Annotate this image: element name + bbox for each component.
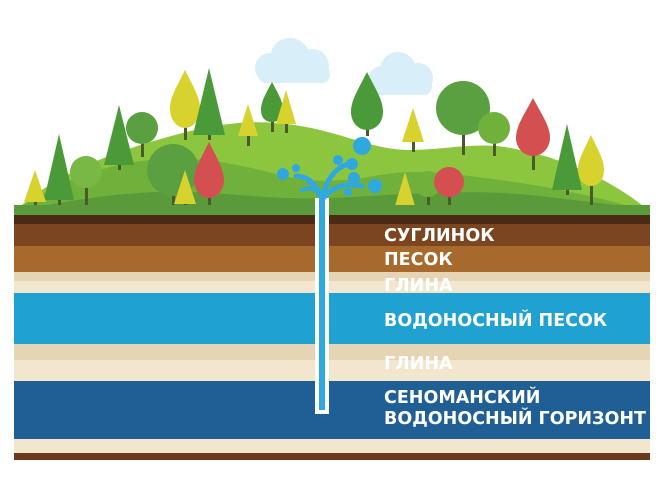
clay-upper-layer [14,272,650,281]
tree-icon [24,170,46,210]
cenomanian-aquifer-layer-label: СЕНОМАНСКИЙ ВОДОНОСНЫЙ ГОРИЗОНТ [384,388,646,429]
tree-icon [434,167,464,208]
tree-icon [276,90,296,133]
tree-icon [402,108,424,152]
cloud-icon [255,38,330,83]
tree-icon [174,170,196,210]
tree-icon [436,81,490,155]
grass-strip [14,205,650,215]
well-pipe-icon [315,198,329,414]
tree-icon [415,171,441,213]
tree-icon [104,105,134,170]
sand-layer-label: ПЕСОК [384,250,453,270]
tree-icon [238,104,258,146]
tree-icon [70,156,102,208]
tree-icon [170,70,200,140]
aquifer-sand-layer [14,293,650,344]
tree-icon [126,112,158,157]
tree-icon [516,98,550,170]
hills [14,122,650,212]
topsoil-layer [14,215,650,224]
sand-layer [14,246,650,272]
clay-lower-layer-label: ГЛИНА [384,354,453,374]
tree-icon [552,124,582,195]
bottom-beige-layer [14,439,650,453]
clay-upper-layer-label: ГЛИНА [384,276,453,296]
tree-icon [193,68,225,140]
tree-icon [395,172,415,212]
tree-icon [351,72,383,136]
clay-lower-layer [14,344,650,360]
soil-layers [14,215,650,460]
tree-icon [194,142,224,212]
aquifer-sand-layer-label: ВОДОНОСНЫЙ ПЕСОК [384,311,608,331]
water-fountain-icon [277,137,382,203]
clay-upper-layer-light [14,281,650,293]
tree-icon [44,134,74,210]
loam-layer-label: СУГЛИНОК [384,226,495,246]
cenomanian-aquifer-layer [14,381,650,439]
clay-lower-layer-light [14,360,650,381]
tree-icon [578,135,604,205]
tree-icon [261,82,283,132]
bottom-soil-layer [14,453,650,460]
cloud-icon [368,52,433,95]
tree-icon [478,112,510,156]
loam-layer [14,224,650,246]
